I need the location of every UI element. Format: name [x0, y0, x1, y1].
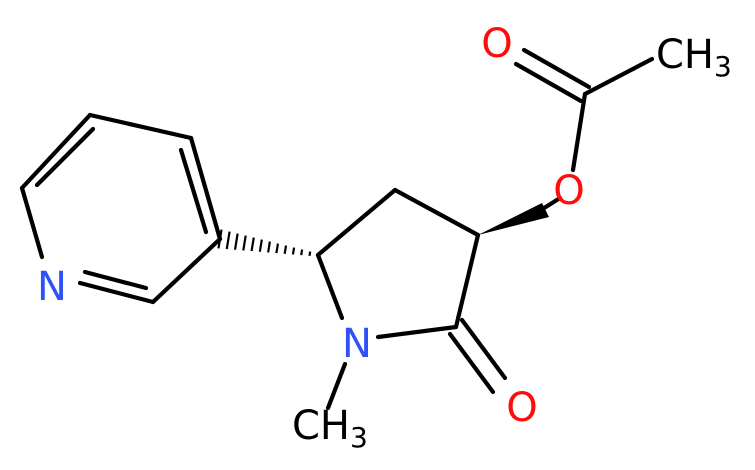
hash-stroke — [308, 251, 312, 256]
atom-n-pyridine: N — [37, 264, 67, 310]
atom-o-ester: O — [553, 168, 584, 214]
bond-n1-c2 — [375, 324, 459, 340]
hash-stroke — [283, 245, 288, 254]
bond-c4-c5 — [315, 187, 398, 258]
bond-c2-c3 — [453, 232, 481, 330]
bond-c-o-double-a — [521, 47, 592, 90]
bond-c3-c4 — [392, 187, 481, 238]
hashed-bond-c5-pyridine — [217, 229, 320, 257]
hash-stroke — [258, 239, 263, 252]
bond-py-c3-c2 — [150, 236, 223, 305]
bond-py-c4-c3-inner — [178, 147, 209, 235]
bond-c2-o-double-b — [447, 331, 496, 395]
bond-py-c4-c3 — [188, 135, 223, 242]
bond-c2-o-double-a — [459, 317, 508, 381]
atom-o-lactam: O — [506, 385, 537, 431]
bond-c-o-double-b — [513, 61, 584, 104]
atom-n-lactam: N — [342, 321, 372, 367]
hash-stroke — [291, 247, 296, 255]
wedge-bond-c3-o — [478, 203, 549, 235]
hash-stroke — [233, 233, 239, 250]
bond-c-ch3 — [582, 56, 655, 97]
bond-py-c2-n — [77, 280, 156, 305]
hash-stroke — [267, 241, 271, 253]
atom-ch3-n-methyl: CH3 — [292, 403, 368, 454]
hash-stroke — [300, 249, 304, 256]
hash-stroke — [225, 231, 231, 250]
bond-c-o-ester — [570, 91, 588, 173]
hash-stroke — [242, 235, 247, 251]
hash-stroke — [250, 237, 255, 252]
bond-n1-ch3 — [325, 361, 348, 411]
bond-py-n-c6 — [19, 185, 45, 260]
bond-py-c6-c5 — [19, 112, 93, 191]
bond-py-c5-c4 — [87, 112, 194, 141]
bond-c5-n1 — [315, 252, 345, 321]
atom-o-carbonyl-ester: O — [481, 21, 512, 67]
bond-py-c6-c5-inner — [34, 126, 96, 188]
hash-stroke — [275, 243, 280, 254]
atom-ch3-acetyl: CH3 — [656, 32, 732, 83]
bond-py-c2-n-inner — [82, 269, 149, 291]
